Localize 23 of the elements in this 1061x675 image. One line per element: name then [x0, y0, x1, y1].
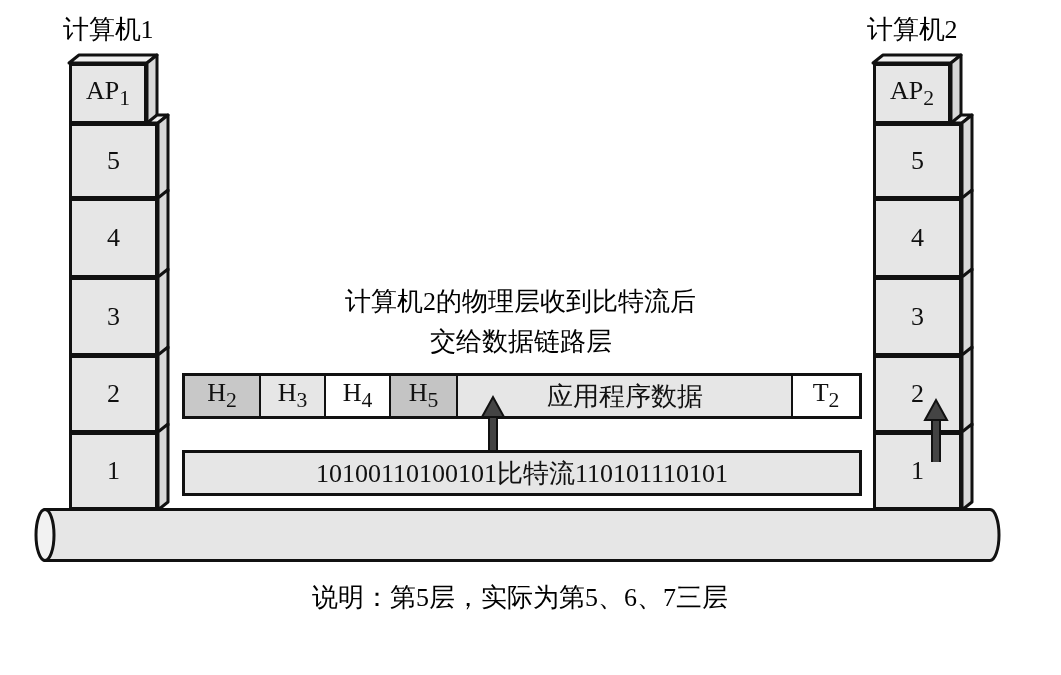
computer-label: 计算机1: [61, 14, 155, 46]
header-field: H$_{3}$: [261, 376, 326, 416]
application-box: AP$_{1}$: [69, 63, 147, 124]
caption: 说明：第5层，实际为第5、6、7三层: [311, 582, 729, 614]
layer-box: 3: [873, 277, 962, 356]
layer-box: 4: [873, 198, 962, 278]
application-box: AP$_{2}$: [873, 63, 951, 124]
header-field: H$_{5}$: [391, 376, 458, 416]
layer-box: 4: [69, 198, 158, 278]
layer-box: 5: [69, 123, 158, 199]
layer-box: 2: [69, 355, 158, 433]
layer-box: 1: [69, 432, 158, 510]
bitstream-box: 10100110100101比特流110101110101: [182, 450, 862, 496]
data-field: 应用程序数据: [458, 376, 793, 416]
cable-drawing: [35, 508, 1000, 562]
header-field: H$_{2}$: [185, 376, 261, 416]
layer-box: 1: [873, 432, 962, 510]
layer-box: 3: [69, 277, 158, 356]
note-text: 计算机2的物理层收到比特流后交给数据链路层: [344, 286, 697, 358]
layer-box: 2: [873, 355, 962, 433]
computer-label: 计算机2: [865, 14, 959, 46]
frame-box: [182, 373, 862, 419]
layer-box: 5: [873, 123, 962, 199]
